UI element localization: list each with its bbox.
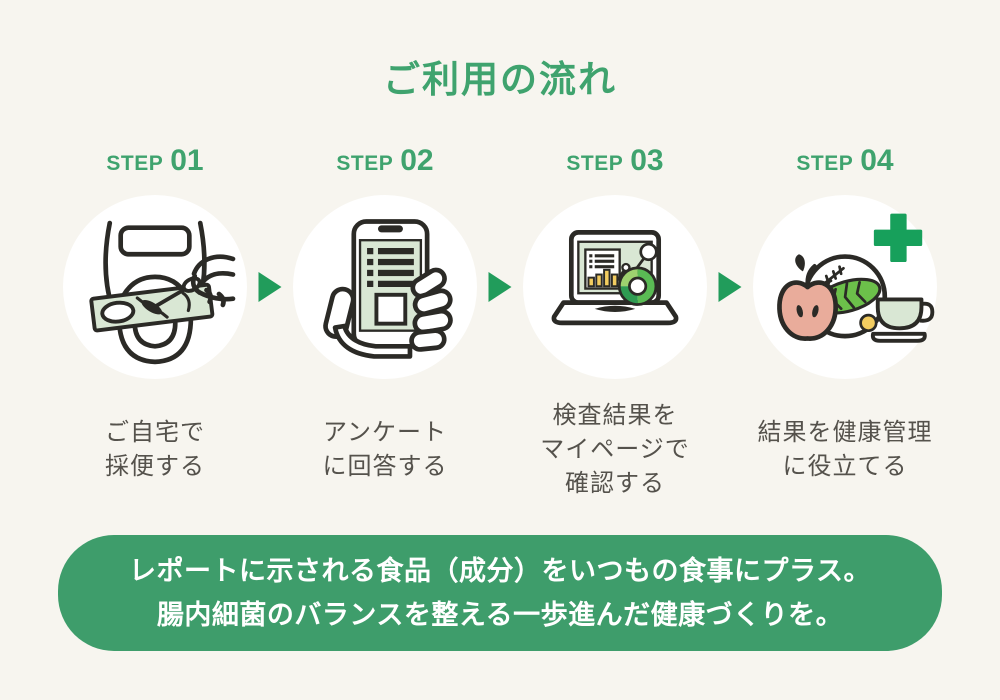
step-3-label: STEP 03 [566, 144, 664, 178]
step-1: STEP 01 [40, 144, 270, 521]
step-number: 02 [400, 144, 434, 178]
flow-arrow-icon [488, 272, 512, 303]
toilet-sampling-icon [89, 221, 236, 365]
caption-line: 採便する [105, 453, 205, 481]
flow-arrow-icon [718, 272, 742, 303]
step-word: STEP [796, 152, 854, 176]
caption-line: マイページで [540, 436, 690, 464]
step-1-caption: ご自宅で 採便する [105, 379, 205, 521]
step-word: STEP [566, 152, 624, 176]
smartphone-survey-icon [323, 219, 453, 360]
caption-line: ご自宅で [105, 419, 205, 447]
laptop-results-icon [551, 230, 679, 326]
caption-line: に回答する [322, 453, 448, 481]
step-3-caption: 検査結果を マイページで 確認する [540, 379, 690, 521]
bottom-banner: レポートに示される食品（成分）をいつもの食事にプラス。 腸内細菌のバランスを整え… [58, 535, 942, 652]
step-number: 03 [630, 144, 664, 178]
plus-icon [873, 214, 923, 263]
step-4-label: STEP 04 [796, 144, 894, 178]
step-2-circle [293, 195, 477, 380]
cup-icon [870, 297, 935, 344]
step-word: STEP [336, 152, 394, 176]
step-3-circle [523, 195, 707, 380]
step-4-caption: 結果を健康管理 に役立てる [758, 379, 933, 521]
step-1-label: STEP 01 [106, 144, 204, 178]
step-3: STEP 03 [500, 144, 730, 521]
caption-line: 検査結果を [552, 402, 678, 430]
banner-line: レポートに示される食品（成分）をいつもの食事にプラス。 [129, 556, 871, 587]
meal-health-icon [777, 214, 935, 344]
step-number: 01 [170, 144, 204, 178]
step-1-circle [63, 195, 247, 380]
flow-arrow-icon [258, 272, 282, 303]
apple-icon [777, 254, 838, 342]
step-4: STEP 04 [730, 144, 960, 521]
steps-row: STEP 01 [40, 144, 960, 521]
caption-line: に役立てる [782, 453, 908, 481]
page-title: ご利用の流れ [383, 59, 617, 100]
step-2: STEP 02 [270, 144, 500, 521]
step-2-label: STEP 02 [336, 144, 434, 178]
banner-line: 腸内細菌のバランスを整える一歩進んだ健康づくりを。 [156, 600, 844, 631]
step-2-caption: アンケート に回答する [323, 379, 448, 521]
step-4-circle [753, 195, 937, 380]
caption-line: 確認する [565, 470, 665, 498]
caption-line: 結果を健康管理 [757, 419, 933, 447]
step-number: 04 [860, 144, 894, 178]
step-word: STEP [106, 152, 164, 176]
caption-line: アンケート [322, 419, 448, 447]
